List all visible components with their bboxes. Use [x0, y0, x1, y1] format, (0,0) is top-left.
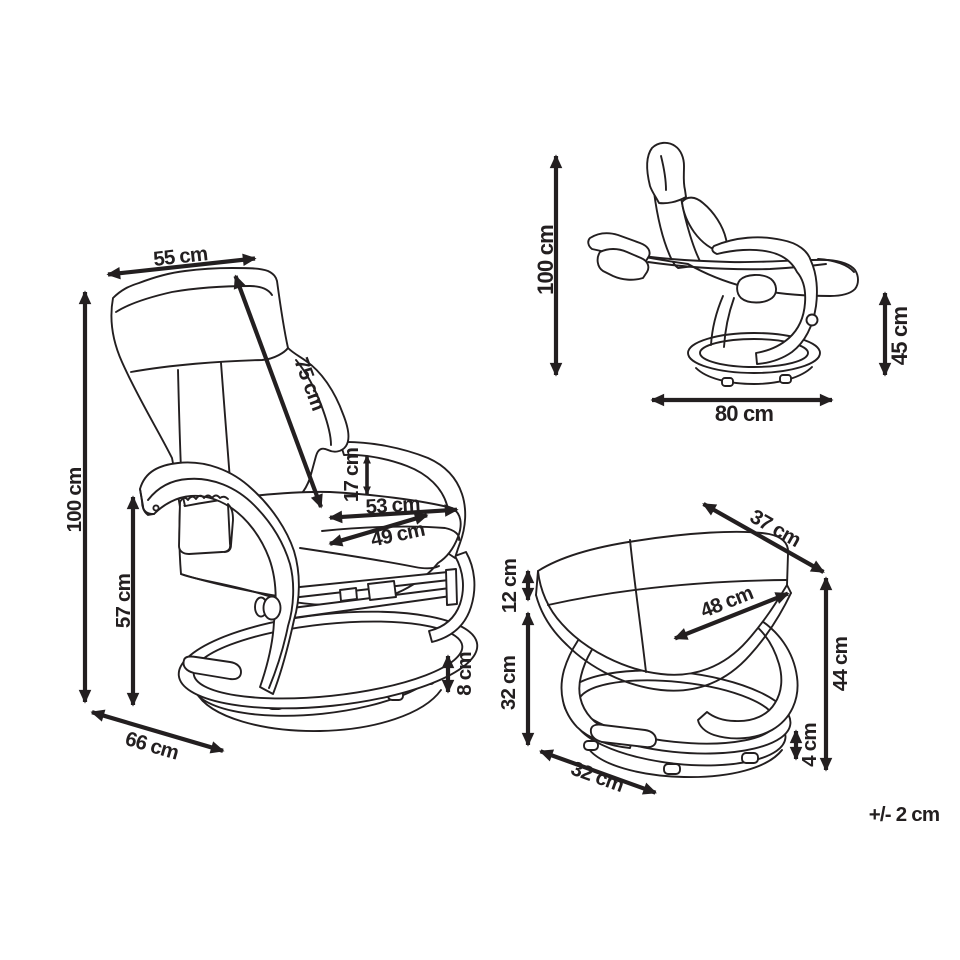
svg-text:66 cm: 66 cm: [123, 727, 181, 764]
svg-text:44 cm: 44 cm: [829, 637, 852, 691]
svg-text:32 cm: 32 cm: [497, 656, 520, 710]
svg-text:100 cm: 100 cm: [63, 468, 86, 533]
svg-text:53 cm: 53 cm: [365, 492, 420, 518]
svg-text:4 cm: 4 cm: [798, 723, 821, 767]
svg-text:8 cm: 8 cm: [453, 652, 476, 696]
svg-text:45 cm: 45 cm: [887, 307, 912, 366]
svg-text:100 cm: 100 cm: [533, 225, 558, 295]
svg-text:57 cm: 57 cm: [112, 574, 135, 628]
svg-text:12 cm: 12 cm: [498, 559, 521, 613]
svg-text:55 cm: 55 cm: [152, 242, 208, 271]
svg-text:+/- 2 cm: +/- 2 cm: [869, 803, 940, 826]
svg-text:17 cm: 17 cm: [340, 448, 363, 502]
svg-text:32 cm: 32 cm: [568, 757, 627, 797]
svg-text:80 cm: 80 cm: [715, 401, 774, 426]
